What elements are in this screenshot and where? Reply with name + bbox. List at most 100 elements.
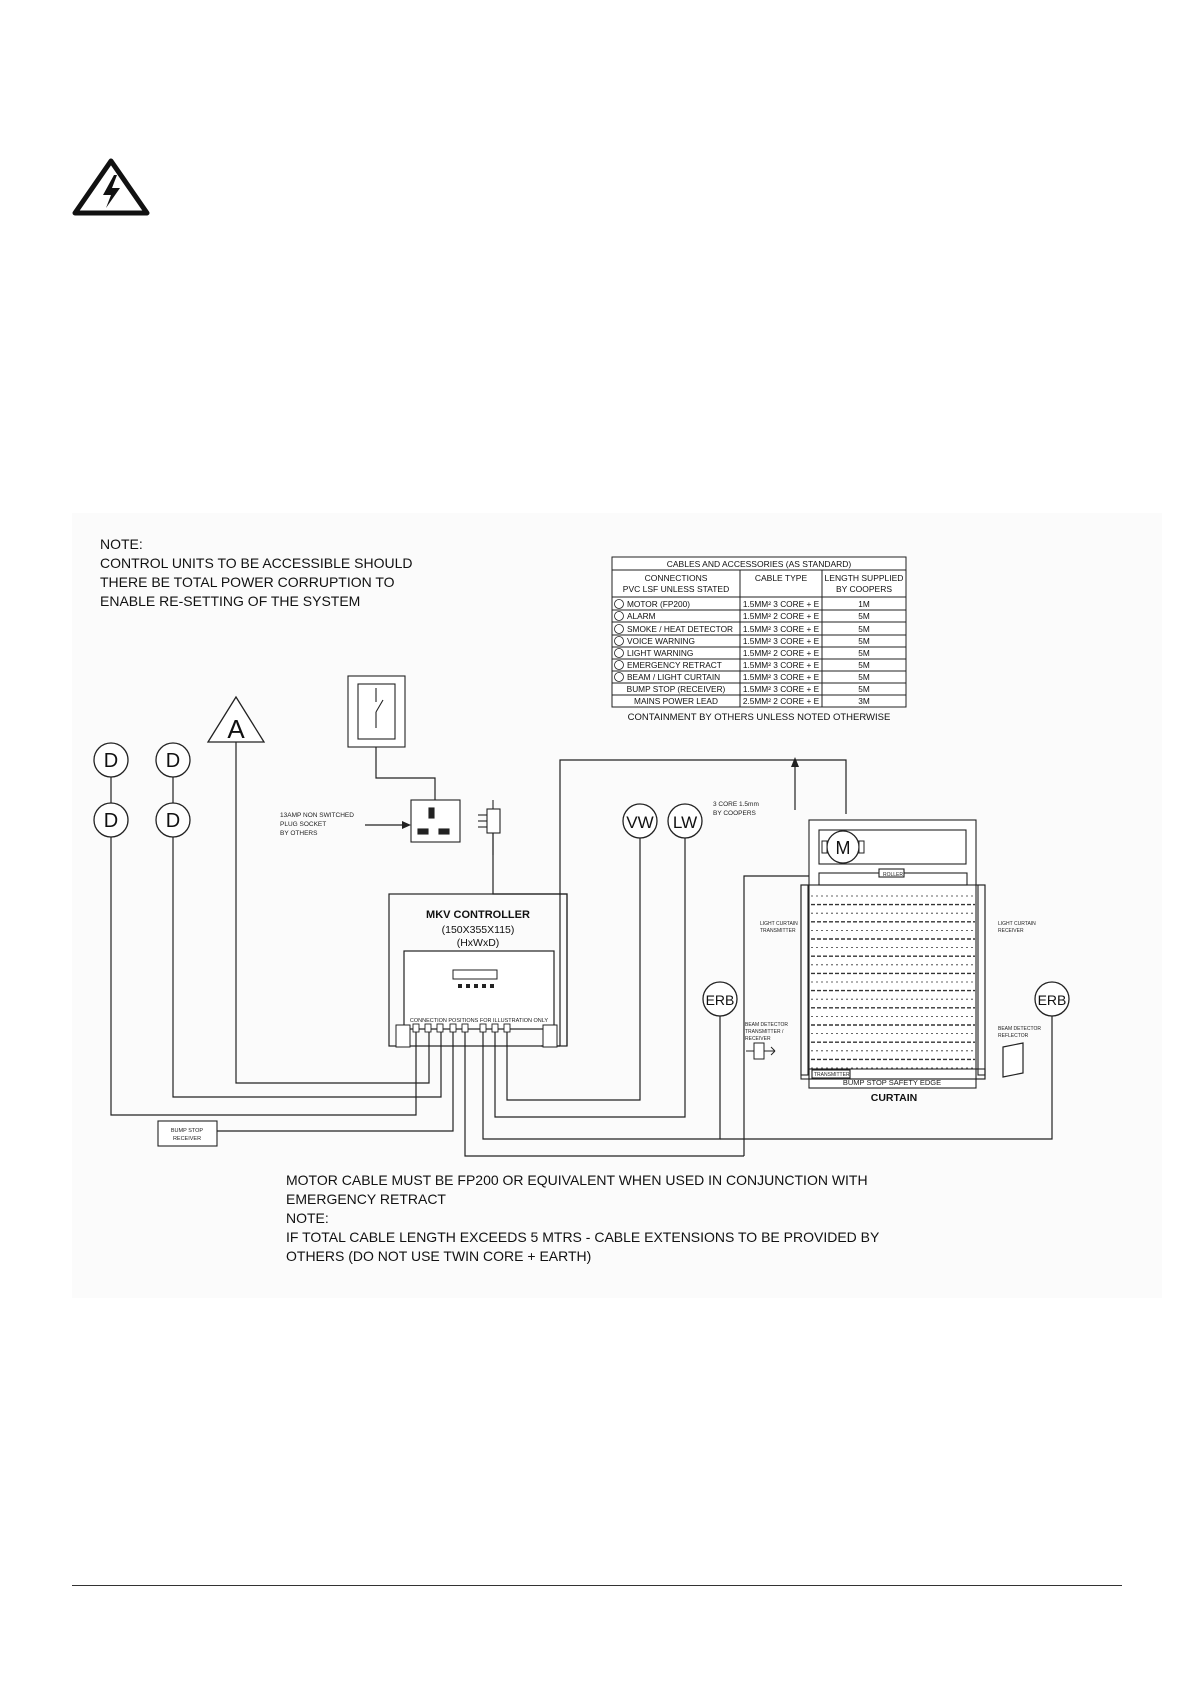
cable-table-footer: CONTAINMENT BY OTHERS UNLESS NOTED OTHER… — [628, 712, 891, 723]
cable-table-header-length-sub: BY COOPERS — [836, 584, 892, 594]
light-curtain-receiver-label: RECEIVER — [998, 928, 1024, 934]
voice-warning-circle — [622, 803, 658, 839]
curtain-label: CURTAIN — [871, 1092, 917, 1104]
cable-table-connection: SMOKE / HEAT DETECTOR — [627, 624, 733, 634]
beam-detector-reflector-label: BEAM DETECTOR — [998, 1026, 1041, 1032]
detector-circle — [155, 742, 191, 778]
emergency-retract-circle — [1034, 981, 1070, 1017]
alarm-symbol: A — [206, 695, 266, 744]
light-warning-symbol-icon — [614, 648, 624, 658]
cable-table-length: 5M — [858, 636, 870, 646]
motor-symbol: M — [821, 830, 865, 864]
cable-table-cable-type: 1.5MM² 3 CORE + E — [743, 624, 820, 634]
cable-table-cable-type: 1.5MM² 3 CORE + E — [743, 684, 820, 694]
top-note: NOTE: CONTROL UNITS TO BE ACCESSIBLE SHO… — [100, 535, 412, 611]
cable-table-rows: MOTOR (FP200) 1.5MM² 3 CORE + E 1M ALARM 1.5… — [614, 599, 870, 706]
alarm-label: A — [227, 714, 245, 744]
roller-tag: ROLLER — [883, 872, 903, 878]
cable-table — [611, 556, 907, 708]
cable-table-length: 5M — [858, 660, 870, 670]
top-note-line: THERE BE TOTAL POWER CORRUPTION TO — [100, 574, 395, 590]
bump-stop-receiver-label: BUMP STOP — [171, 1128, 204, 1134]
bump-stop-edge-label: BUMP STOP SAFETY EDGE — [843, 1078, 941, 1087]
cable-table-connection: MOTOR (FP200) — [627, 599, 690, 609]
light-curtain-transmitter-label: LIGHT CURTAIN — [760, 921, 798, 927]
cable-table-length: 5M — [858, 684, 870, 694]
bump-stop-receiver: BUMP STOP RECEIVER — [157, 1120, 218, 1147]
beam-detector-device — [746, 1042, 776, 1060]
beam-detector-transmitter-label: TRANSMITTER / — [745, 1029, 784, 1035]
light-curtain-receiver-label: LIGHT CURTAIN — [998, 921, 1036, 927]
beam-detector-transmitter-label: BEAM DETECTOR — [745, 1022, 788, 1028]
detector-circle — [93, 802, 129, 838]
bottom-note-line: MOTOR CABLE MUST BE FP200 OR EQUIVALENT … — [286, 1172, 868, 1188]
beam-detector-reflector-label: REFLECTOR — [998, 1033, 1029, 1039]
bottom-note-line: NOTE: — [286, 1210, 329, 1226]
detector-label: D — [104, 810, 118, 832]
alarm-symbol-icon — [614, 611, 624, 621]
curtain-assembly — [800, 819, 986, 1089]
wall-switch — [347, 675, 406, 748]
detector-circle — [155, 802, 191, 838]
bottom-note: MOTOR CABLE MUST BE FP200 OR EQUIVALENT … — [286, 1171, 879, 1266]
motor-symbol-icon — [614, 599, 624, 609]
detector-label: D — [104, 750, 118, 772]
cable-table-connection: ALARM — [627, 611, 656, 621]
detector-label: D — [166, 810, 180, 832]
bottom-note-line: IF TOTAL CABLE LENGTH EXCEEDS 5 MTRS - C… — [286, 1229, 880, 1245]
detector-symbol-icon — [614, 624, 624, 634]
plug-socket — [410, 799, 501, 855]
emergency-retract-symbols: ERB ERB — [702, 981, 1070, 1017]
cable-table-connection: MAINS POWER LEAD — [634, 696, 718, 706]
emergency-retract-symbol-icon — [614, 660, 624, 670]
detector-circle — [93, 742, 129, 778]
high-voltage-warning-icon — [72, 158, 150, 216]
emergency-retract-label: ERB — [706, 992, 735, 1008]
light-warning-circle — [667, 803, 703, 839]
motor-label: M — [836, 838, 851, 858]
light-curtain-beams — [811, 895, 975, 1069]
footer-rule — [72, 1585, 1122, 1586]
cable-table-length: 1M — [858, 599, 870, 609]
cable-table-cable-type: 1.5MM² 3 CORE + E — [743, 660, 820, 670]
cable-table-length: 3M — [858, 696, 870, 706]
cable-table-length: 5M — [858, 611, 870, 621]
cable-table-connection: BEAM / LIGHT CURTAIN — [627, 672, 720, 682]
cable-table-length: 5M — [858, 672, 870, 682]
voice-warning-label: VW — [626, 813, 653, 832]
controller-dimensions: (150X355X115) — [442, 924, 515, 936]
controller-connections-note: CONNECTION POSITIONS FOR ILLUSTRATION ON… — [410, 1018, 549, 1024]
beam-symbol-icon — [614, 672, 624, 682]
warning-symbols: VW LW — [622, 803, 703, 839]
cable-table-connection: EMERGENCY RETRACT — [627, 660, 722, 670]
bump-stop-receiver-label: RECEIVER — [173, 1136, 201, 1142]
cable-table-cable-type: 2.5MM² 2 CORE + E — [743, 696, 820, 706]
mkv-controller: MKV CONTROLLER (150X355X115) (HxWxD) CON… — [388, 893, 568, 1048]
cable-table-connection: BUMP STOP (RECEIVER) — [627, 684, 726, 694]
beam-reflector — [1002, 1042, 1024, 1078]
voice-warning-symbol-icon — [614, 636, 624, 646]
bottom-note-line: EMERGENCY RETRACT — [286, 1191, 446, 1207]
cable-table-length: 5M — [858, 624, 870, 634]
cable-table-cable-type: 1.5MM² 3 CORE + E — [743, 672, 820, 682]
light-warning-label: LW — [673, 813, 697, 832]
top-note-line: NOTE: — [100, 536, 143, 552]
detector-label: D — [166, 750, 180, 772]
cable-table-header-length: LENGTH SUPPLIED — [825, 573, 904, 583]
cable-table-header-connections: CONNECTIONS — [645, 573, 708, 583]
cable-table-header-connections-sub: PVC LSF UNLESS STATED — [623, 584, 729, 594]
plug-socket-label: BY OTHERS — [280, 830, 318, 837]
plug-socket-label: 13AMP NON SWITCHED — [280, 812, 354, 819]
cable-table-connection: LIGHT WARNING — [627, 648, 693, 658]
bottom-note-line: OTHERS (DO NOT USE TWIN CORE + EARTH) — [286, 1248, 592, 1264]
controller-dimensions-key: (HxWxD) — [457, 937, 500, 949]
cable-table-cable-type: 1.5MM² 3 CORE + E — [743, 599, 820, 609]
smoke-detector-symbols: D D D D — [93, 742, 191, 838]
cable-table-title: CABLES AND ACCESSORIES (AS STANDARD) — [667, 559, 852, 569]
top-note-line: CONTROL UNITS TO BE ACCESSIBLE SHOULD — [100, 555, 413, 571]
transmitter-label: TRANSMITTER — [814, 1072, 850, 1078]
cable-table-length: 5M — [858, 648, 870, 658]
emergency-retract-label: ERB — [1038, 992, 1067, 1008]
